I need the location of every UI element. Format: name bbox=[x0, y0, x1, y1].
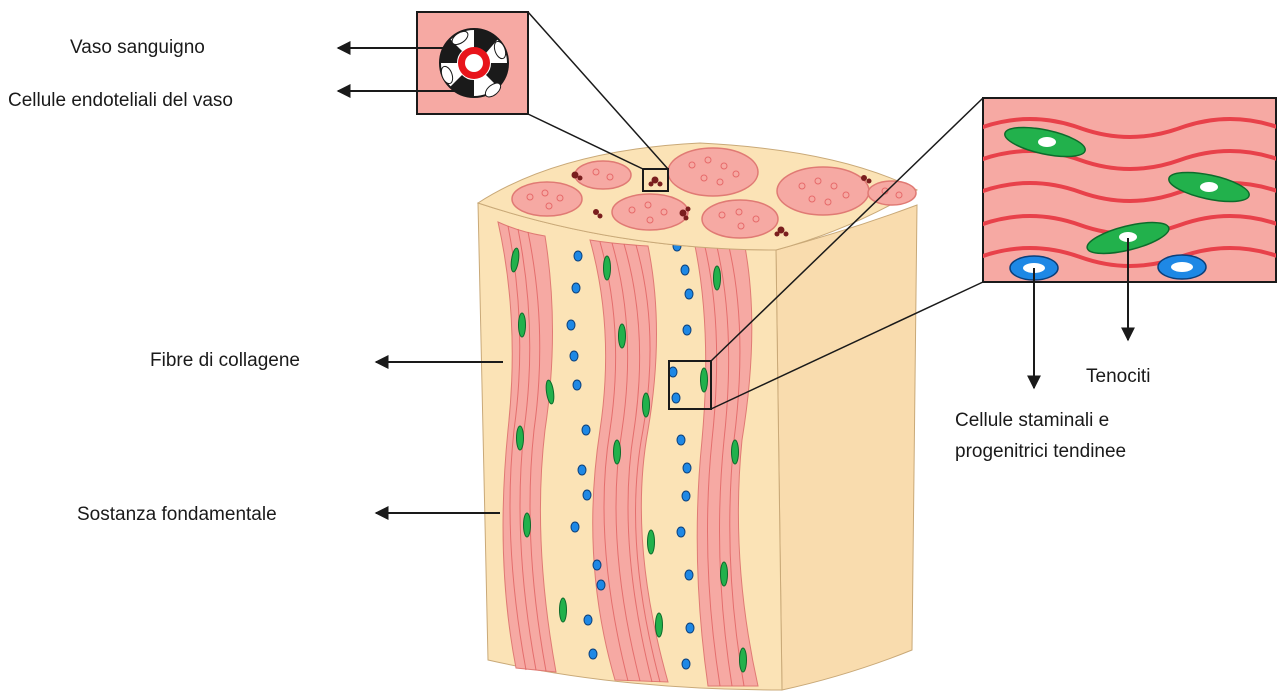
label-blood-vessel: Vaso sanguigno bbox=[70, 35, 205, 61]
label-collagen-fibers: Fibre di collagene bbox=[150, 348, 300, 374]
label-stem-cells-line1: Cellule staminali e bbox=[955, 408, 1109, 434]
label-ground-substance: Sostanza fondamentale bbox=[77, 502, 277, 528]
label-tenocytes: Tenociti bbox=[1086, 364, 1150, 390]
label-stem-cells-line2: progenitrici tendinee bbox=[955, 439, 1126, 465]
label-endothelial-cells: Cellule endoteliali del vaso bbox=[8, 88, 233, 114]
